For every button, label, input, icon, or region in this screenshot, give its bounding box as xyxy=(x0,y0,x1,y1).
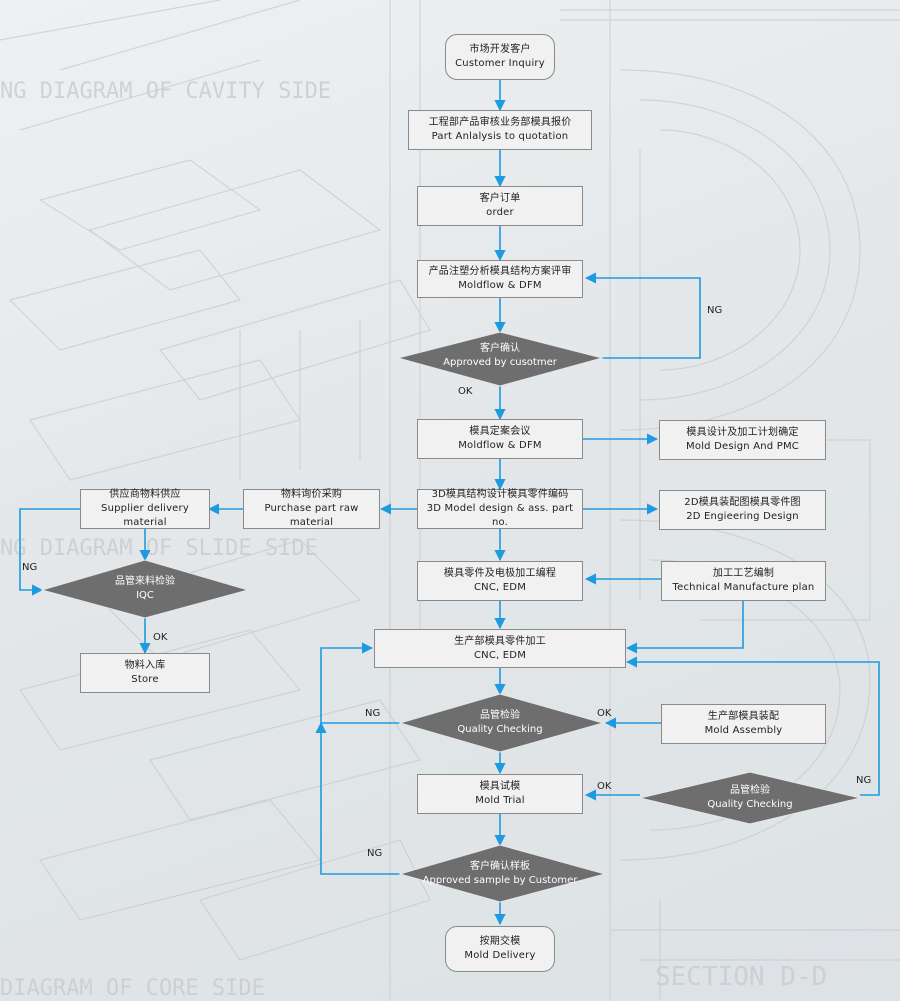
node-label-en: Moldflow & DFM xyxy=(458,440,542,451)
node-tech-plan: 加工工艺编制 Technical Manufacture plan xyxy=(661,561,826,601)
arrow-iqc-ng-loop xyxy=(19,508,80,596)
node-part-analysis: 工程部产品审核业务部模具报价 Part Anlalysis to quotati… xyxy=(408,110,592,150)
arrow-qc2-ng-loop xyxy=(625,656,880,796)
watermark-section: SECTION D-D xyxy=(655,962,827,992)
node-3d-design: 3D模具结构设计模具零件编码 3D Model design & ass. pa… xyxy=(417,489,583,529)
flag-ng-dfm: NG xyxy=(707,305,723,316)
node-label-cn: 加工工艺编制 xyxy=(712,568,775,579)
node-label-en: Mold Assembly xyxy=(704,725,783,736)
node-label-cn: 工程部产品审核业务部模具报价 xyxy=(428,117,572,128)
node-purchase: 物料询价采购 Purchase part raw material xyxy=(243,489,380,529)
node-label-cn: 生产部模具零件加工 xyxy=(454,635,546,647)
flag-ok-qc1: OK xyxy=(597,708,612,719)
node-mold-meeting: 模具定案会议 Moldflow & DFM xyxy=(417,419,583,459)
node-label-cn: 模具零件及电极加工编程 xyxy=(443,568,557,579)
decision-iqc xyxy=(40,559,250,619)
node-label-en: Purchase part raw material xyxy=(264,503,359,528)
node-label-cn: 生产部模具装配 xyxy=(707,711,780,722)
node-label-en: CNC, EDM xyxy=(473,582,527,593)
node-label-en: Technical Manufacture plan xyxy=(672,582,815,593)
arrow-approve-ng-loop xyxy=(584,272,701,359)
flag-ng-qc2: NG xyxy=(856,775,872,786)
node-moldflow-review: 产品注塑分析模具结构方案评审 Moldflow & DFM xyxy=(417,260,583,298)
flag-ok-iqc: OK xyxy=(153,632,168,643)
decision-approved-sample xyxy=(398,844,607,903)
node-label-en: 3D Model design & ass. part no. xyxy=(426,503,574,528)
flag-ng-qc1: NG xyxy=(365,708,381,719)
node-2d-design: 2D模具装配图模具零件图 2D Engieering Design xyxy=(659,490,826,530)
node-label-cn: 模具设计及加工计划确定 xyxy=(686,427,799,438)
node-mold-delivery: 按期交模 Mold Delivery xyxy=(445,926,555,972)
node-customer-inquiry: 市场开发客户 Customer Inquiry xyxy=(445,34,555,80)
node-order: 客户订单 order xyxy=(417,186,583,226)
node-label-cn: 物料询价采购 xyxy=(280,489,343,500)
watermark-slide: NG DIAGRAM OF SLIDE SIDE xyxy=(0,536,318,561)
flag-ng-iqc: NG xyxy=(22,562,38,573)
node-label-cn: 模具定案会议 xyxy=(469,426,531,437)
node-label-cn: 市场开发客户 xyxy=(469,44,531,55)
node-label-en: Store xyxy=(131,674,159,685)
arrow-tech-to-production xyxy=(625,601,744,654)
node-label-en: Mold Design And PMC xyxy=(686,441,799,452)
decision-quality-check-2 xyxy=(639,771,861,825)
node-label-en: Mold Delivery xyxy=(464,950,536,961)
node-label-en: 2D Engieering Design xyxy=(686,511,799,522)
node-mold-trial: 模具试模 Mold Trial xyxy=(417,774,583,814)
node-cnc-program: 模具零件及电极加工编程 CNC, EDM xyxy=(417,561,583,601)
node-label-cn: 2D模具装配图模具零件图 xyxy=(684,497,801,508)
node-mold-design-pmc: 模具设计及加工计划确定 Mold Design And PMC xyxy=(659,420,826,460)
node-label-cn: 模具试模 xyxy=(479,781,521,792)
node-label-cn: 3D模具结构设计模具零件编码 xyxy=(431,489,569,500)
node-label-en: Part Anlalysis to quotation xyxy=(431,131,569,142)
node-label-en: Customer Inquiry xyxy=(455,58,545,69)
node-label-en: Moldflow & DFM xyxy=(458,280,542,291)
node-label-cn: 客户订单 xyxy=(479,193,521,204)
arrow-qc1-ng-loop xyxy=(320,642,400,724)
node-label-cn: 物料入库 xyxy=(124,660,166,671)
watermark-core: DIAGRAM OF CORE SIDE xyxy=(0,976,265,1001)
node-label-cn: 按期交模 xyxy=(479,936,521,947)
decision-quality-check-1 xyxy=(398,693,605,753)
decision-approved-customer xyxy=(396,331,604,387)
node-store: 物料入库 Store xyxy=(80,653,210,693)
node-label-en: order xyxy=(486,207,514,218)
flag-ng-sample: NG xyxy=(367,848,383,859)
node-label-en: Supplier delivery material xyxy=(101,503,189,528)
arrow-sample-ng-loop xyxy=(315,721,400,875)
node-label-en: Mold Trial xyxy=(475,795,525,806)
node-label-en: CNC, EDM xyxy=(473,649,527,661)
node-label-cn: 产品注塑分析模具结构方案评审 xyxy=(428,266,572,277)
node-mold-assembly: 生产部模具装配 Mold Assembly xyxy=(661,704,826,744)
flag-ok-qc2: OK xyxy=(597,781,612,792)
node-supplier: 供应商物料供应 Supplier delivery material xyxy=(80,489,210,529)
flag-ok-approved: OK xyxy=(458,386,473,397)
node-production: 生产部模具零件加工 CNC, EDM xyxy=(374,629,626,668)
watermark-cavity: NG DIAGRAM OF CAVITY SIDE xyxy=(0,79,331,104)
node-label-cn: 供应商物料供应 xyxy=(109,489,181,500)
